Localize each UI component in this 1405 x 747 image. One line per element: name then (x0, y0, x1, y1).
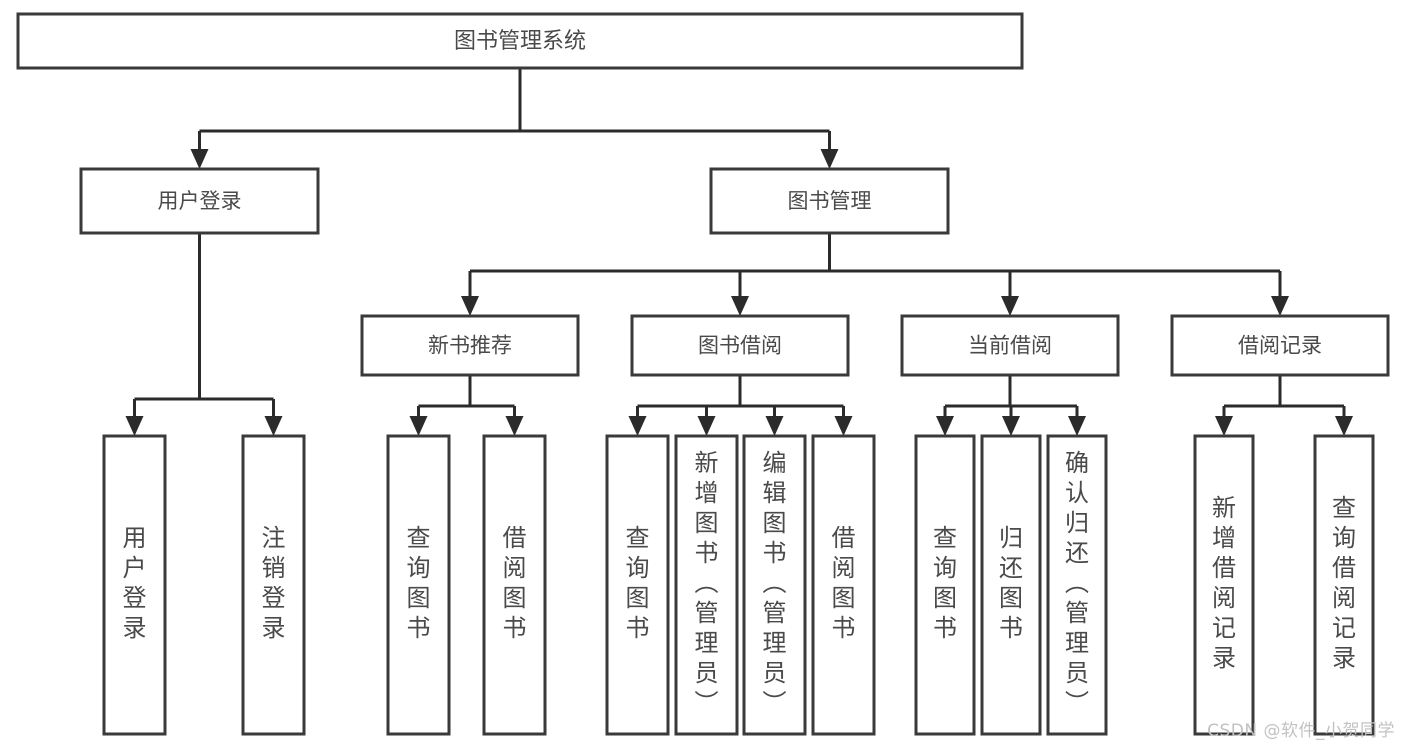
leaf-node-label: 编辑图书︵管理员︶ (763, 449, 787, 717)
node-label: 新书推荐 (428, 334, 512, 358)
node-box (811, 434, 876, 736)
node-box (360, 314, 580, 377)
arrow-head-icon (1215, 416, 1233, 436)
arrow-head-icon (1068, 416, 1086, 436)
arrow-head-icon (1001, 296, 1019, 316)
arrow-head-icon (1335, 416, 1353, 436)
node-level2-图书管理[interactable]: 图书管理 (709, 167, 950, 235)
node-box (674, 434, 739, 736)
arrow-head-icon (264, 416, 283, 436)
leaf-node-查询图书[interactable]: 查询图书 (386, 434, 451, 736)
connector-group-bookmgmt-to-level3 (461, 233, 1289, 316)
leaf-node-label: 查询图书 (933, 524, 957, 642)
leaf-node-借阅图书[interactable]: 借阅图书 (811, 434, 876, 736)
node-label: 图书借阅 (698, 334, 782, 358)
leaf-node-label: 确认归还︵管理员︶ (1065, 449, 1089, 717)
node-box (1193, 434, 1255, 736)
node-label: 图书管理 (788, 189, 872, 213)
leaf-node-label: 借阅图书 (832, 524, 856, 642)
arrow-head-icon (1002, 416, 1020, 436)
leaf-node-查询图书[interactable]: 查询图书 (914, 434, 976, 736)
node-box (1170, 314, 1390, 377)
node-box (900, 314, 1120, 377)
node-label: 图书管理系统 (454, 29, 586, 54)
arrow-head-icon (820, 149, 839, 169)
arrow-head-icon (190, 149, 209, 169)
leaf-node-新增借阅记录[interactable]: 新增借阅记录 (1193, 434, 1255, 736)
connector-group-借阅记录-to-leaves (1215, 375, 1353, 436)
connector-layer (125, 68, 1353, 436)
arrow-head-icon (1271, 296, 1289, 316)
leaf-node-label: 新增图书︵管理员︶ (695, 449, 719, 717)
connector-group-当前借阅-to-leaves (936, 375, 1086, 436)
node-box (605, 434, 670, 736)
node-box (914, 434, 976, 736)
arrow-head-icon (936, 416, 954, 436)
arrow-head-icon (765, 416, 784, 436)
arrow-head-icon (834, 416, 853, 436)
leaf-node-label: 用户登录 (123, 524, 147, 642)
node-level3-借阅记录[interactable]: 借阅记录 (1170, 314, 1390, 377)
node-box (102, 434, 167, 736)
arrow-head-icon (731, 296, 749, 316)
leaf-node-用户登录[interactable]: 用户登录 (102, 434, 167, 736)
node-box (16, 12, 1024, 70)
leaf-node-查询借阅记录[interactable]: 查询借阅记录 (1313, 434, 1375, 736)
node-box (980, 434, 1042, 736)
node-label: 借阅记录 (1238, 334, 1322, 358)
node-box (630, 314, 850, 377)
node-box (709, 167, 950, 235)
leaf-node-编辑图书管理员[interactable]: 编辑图书︵管理员︶ (742, 434, 807, 736)
leaf-node-label: 注销登录 (262, 524, 286, 642)
node-box (241, 434, 306, 736)
leaf-node-label: 查询借阅记录 (1332, 494, 1356, 672)
leaf-node-查询图书[interactable]: 查询图书 (605, 434, 670, 736)
node-box (482, 434, 547, 736)
node-box (742, 434, 807, 736)
leaf-node-label: 查询图书 (626, 524, 650, 642)
node-level2-用户登录[interactable]: 用户登录 (79, 167, 320, 235)
node-label: 当前借阅 (968, 334, 1052, 358)
arrow-head-icon (125, 416, 144, 436)
connector-group-图书借阅-to-leaves (628, 375, 853, 436)
node-box (386, 434, 451, 736)
node-box (79, 167, 320, 235)
leaf-node-注销登录[interactable]: 注销登录 (241, 434, 306, 736)
arrow-head-icon (505, 416, 524, 436)
leaf-node-归还图书[interactable]: 归还图书 (980, 434, 1042, 736)
node-root-图书管理系统[interactable]: 图书管理系统 (16, 12, 1024, 70)
node-box (1046, 434, 1108, 736)
arrow-head-icon (409, 416, 428, 436)
connector-group-root-to-level2 (190, 68, 839, 169)
leaf-node-label: 归还图书 (999, 524, 1023, 642)
node-level3-当前借阅[interactable]: 当前借阅 (900, 314, 1120, 377)
arrow-head-icon (628, 416, 647, 436)
arrow-head-icon (461, 296, 479, 316)
leaf-node-label: 查询图书 (407, 524, 431, 642)
arrow-head-icon (697, 416, 716, 436)
leaf-node-确认归还管理员[interactable]: 确认归还︵管理员︶ (1046, 434, 1108, 736)
leaf-node-label: 借阅图书 (503, 524, 527, 642)
node-layer: 图书管理系统用户登录图书管理新书推荐图书借阅当前借阅借阅记录用户登录注销登录查询… (16, 12, 1390, 736)
leaf-node-借阅图书[interactable]: 借阅图书 (482, 434, 547, 736)
node-level3-新书推荐[interactable]: 新书推荐 (360, 314, 580, 377)
node-label: 用户登录 (158, 189, 242, 213)
connector-group-新书推荐-to-leaves (409, 375, 524, 436)
leaf-node-label: 新增借阅记录 (1212, 494, 1236, 672)
leaf-node-新增图书管理员[interactable]: 新增图书︵管理员︶ (674, 434, 739, 736)
node-level3-图书借阅[interactable]: 图书借阅 (630, 314, 850, 377)
connector-group-userlogin-to-leaves (125, 233, 283, 436)
node-box (1313, 434, 1375, 736)
